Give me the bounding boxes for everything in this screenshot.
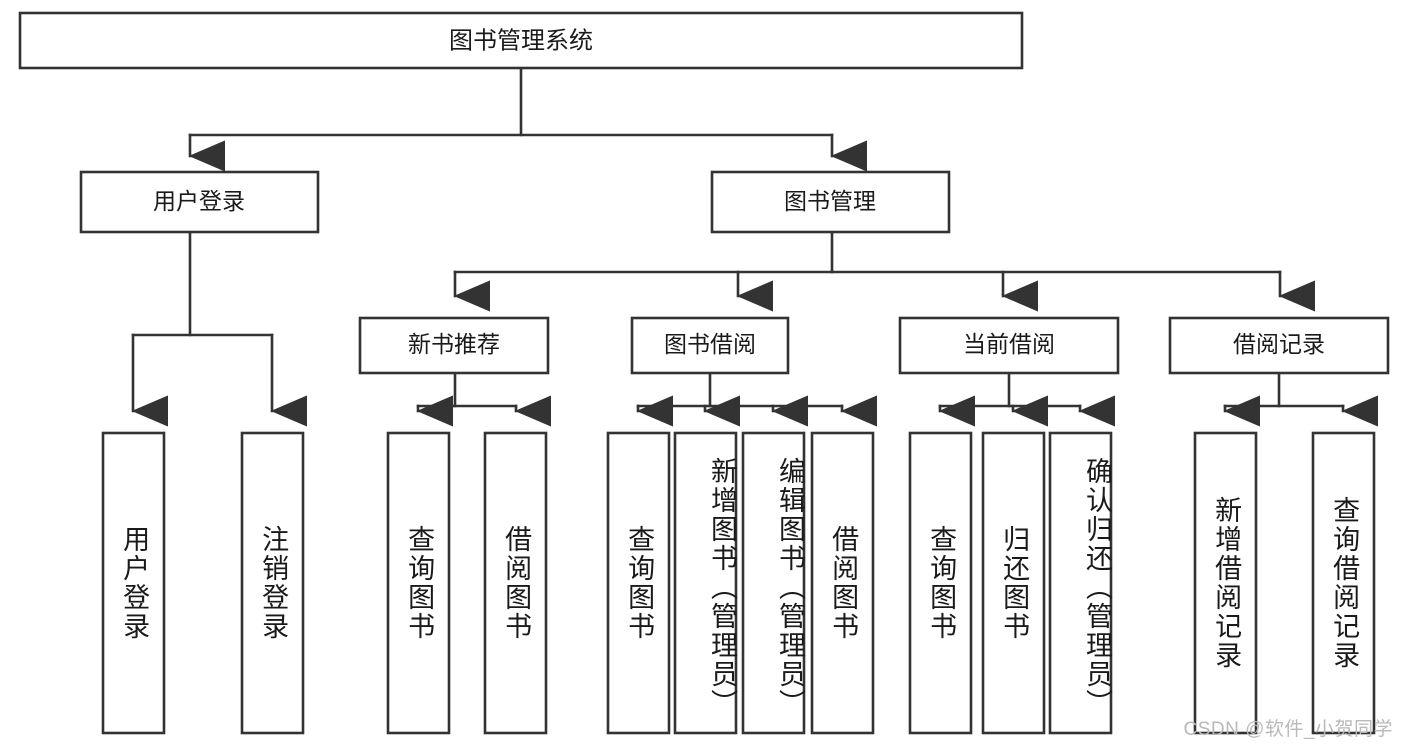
leaf-box-add-book[interactable] xyxy=(673,431,738,735)
connector-newbook-to-leaves xyxy=(416,371,552,427)
connector-bookmanage-to-level3 xyxy=(453,230,1316,312)
node-user-login[interactable]: 用户登录 xyxy=(79,170,320,234)
node-new-book-rec-label: 新书推荐 xyxy=(408,331,500,357)
leaf-box-return-book[interactable] xyxy=(981,431,1046,735)
connector-currentborrow-to-leaves xyxy=(938,371,1116,427)
node-current-borrow[interactable]: 当前借阅 xyxy=(898,316,1120,375)
connector-bookborrow-to-leaves xyxy=(636,371,878,427)
leaf-box-confirm-return[interactable] xyxy=(1048,431,1113,735)
connector-userlogin-to-leaves xyxy=(131,230,308,427)
node-book-borrow[interactable]: 图书借阅 xyxy=(630,316,790,375)
node-book-borrow-label: 图书借阅 xyxy=(664,331,756,357)
leaf-box-query-record[interactable] xyxy=(1311,431,1376,735)
leaf-box-add-record[interactable] xyxy=(1193,431,1258,735)
leaf-box-query-book-2[interactable] xyxy=(606,431,671,735)
leaf-box-edit-book[interactable] xyxy=(741,431,806,735)
leaf-box-query-book-3[interactable] xyxy=(908,431,973,735)
leaf-box-logout[interactable] xyxy=(240,431,305,735)
connector-borrowrecord-to-leaves xyxy=(1223,371,1379,427)
node-root-label: 图书管理系统 xyxy=(449,27,593,54)
node-borrow-record-label: 借阅记录 xyxy=(1233,331,1325,357)
leaf-box-borrow-book-2[interactable] xyxy=(810,431,875,735)
watermark-text: CSDN @软件_小贺同学 xyxy=(1183,719,1393,740)
node-current-borrow-label: 当前借阅 xyxy=(963,331,1055,357)
node-book-manage-label: 图书管理 xyxy=(784,188,876,214)
leaf-box-query-book-1[interactable] xyxy=(386,431,451,735)
leaf-box-borrow-book-1[interactable] xyxy=(483,431,548,735)
leaf-box-user-login[interactable] xyxy=(101,431,166,735)
node-borrow-record[interactable]: 借阅记录 xyxy=(1168,316,1390,375)
connector-root-to-level2 xyxy=(188,66,868,172)
node-root[interactable]: 图书管理系统 xyxy=(18,11,1024,70)
node-book-manage[interactable]: 图书管理 xyxy=(710,170,951,234)
node-new-book-rec[interactable]: 新书推荐 xyxy=(358,316,550,375)
leaf-boxes xyxy=(101,431,1376,735)
node-user-login-label: 用户登录 xyxy=(153,188,245,214)
